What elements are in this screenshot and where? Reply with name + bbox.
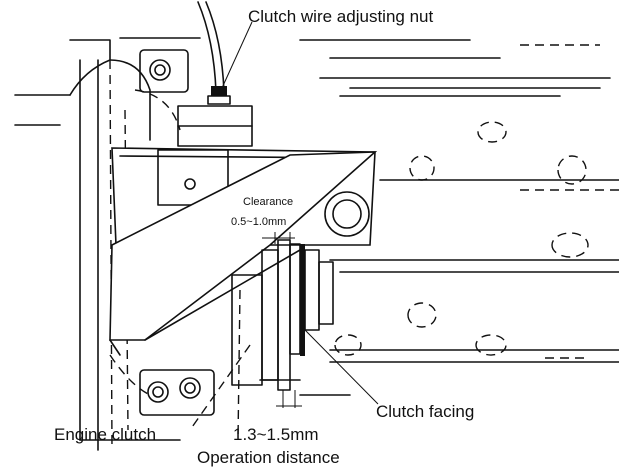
- label-clutch-wire-adjusting-nut: Clutch wire adjusting nut: [248, 7, 433, 26]
- label-clutch-facing: Clutch facing: [376, 402, 474, 421]
- label-clearance-value: 0.5~1.0mm: [231, 216, 286, 228]
- clutch-wire: [197, 1, 231, 105]
- adjusting-nut-block: [177, 105, 253, 147]
- leader-lines: [189, 21, 379, 431]
- label-operation-distance-value: 1.3~1.5mm: [233, 425, 319, 444]
- release-lever: [109, 147, 378, 356]
- label-operation-distance-title: Operation distance: [197, 448, 340, 467]
- clutch-plate-stack: [231, 232, 334, 408]
- label-clearance-title: Clearance: [243, 196, 293, 208]
- label-engine-clutch: Engine clutch: [54, 425, 156, 444]
